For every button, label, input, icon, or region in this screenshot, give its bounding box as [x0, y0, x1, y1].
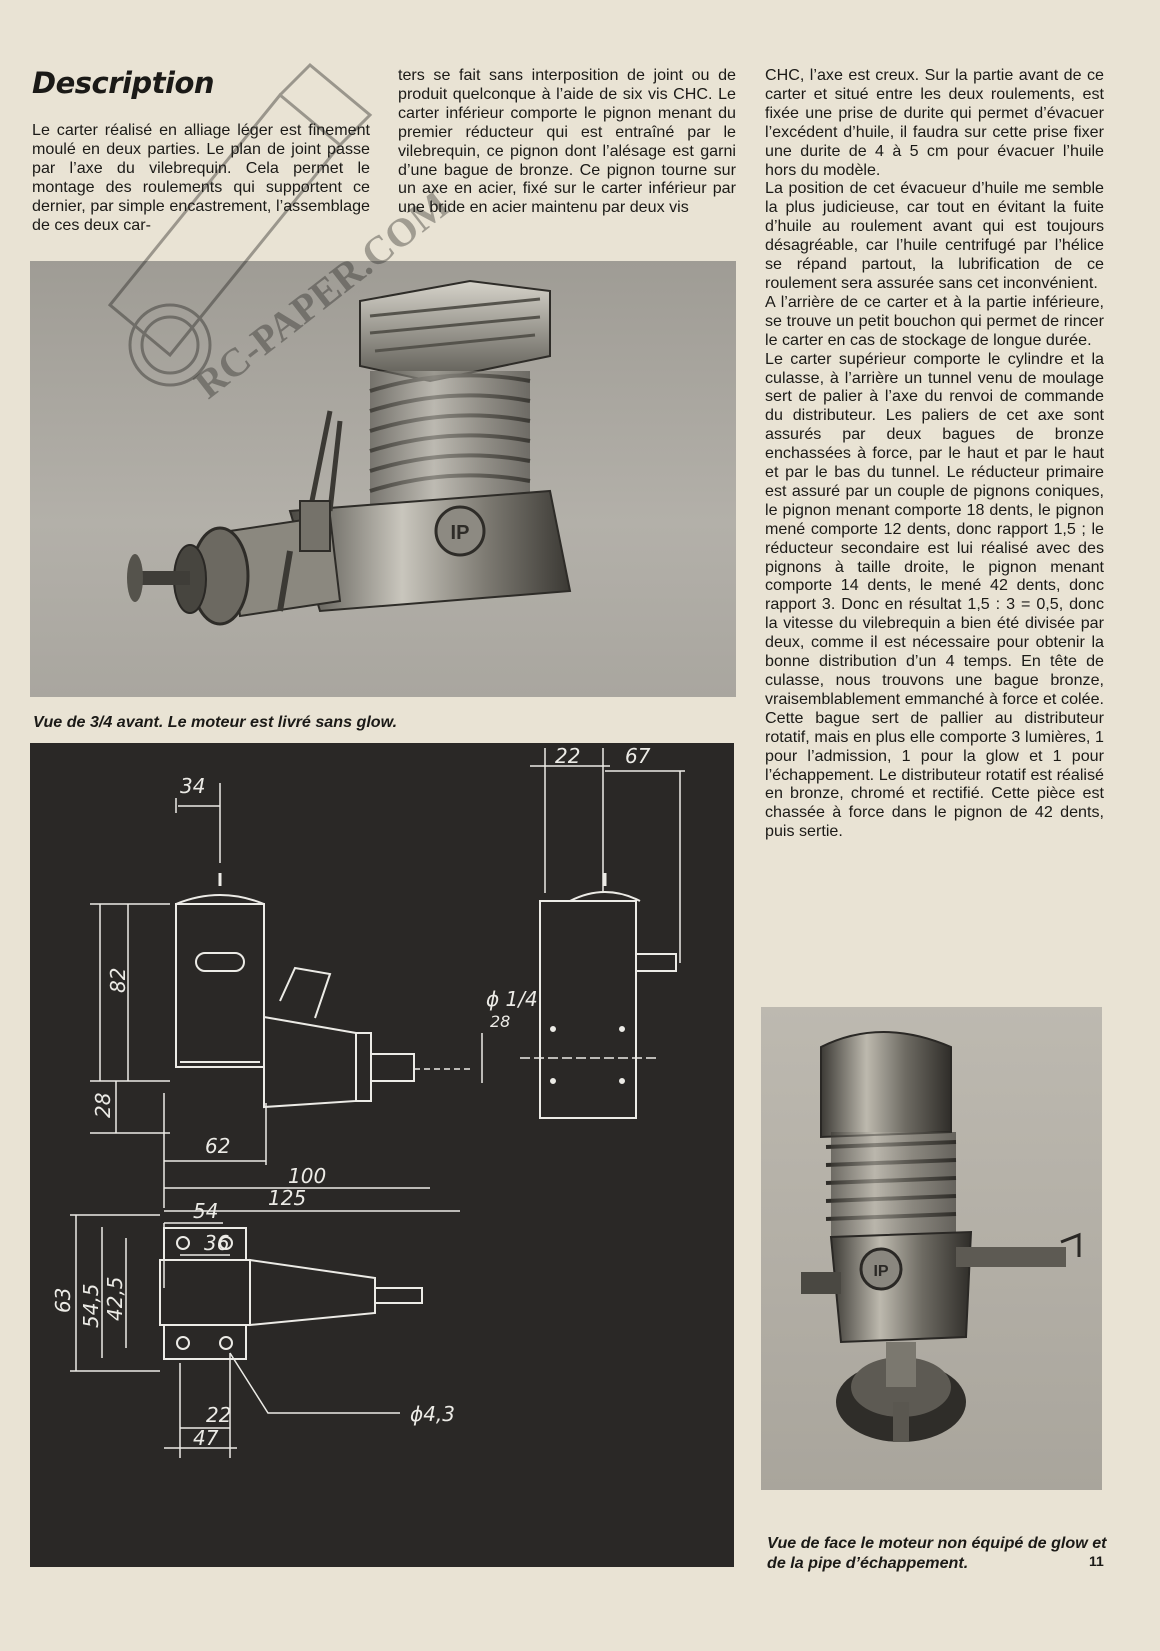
dim-54-5: 54,5	[79, 1283, 103, 1328]
dim-62: 62	[205, 1134, 230, 1158]
paragraph: A l’arrière de ce carter et à la partie …	[765, 292, 1104, 349]
text-column-3: CHC, l’axe est creux. Sur la partie avan…	[765, 66, 1104, 841]
dim-42-5: 42,5	[103, 1276, 127, 1321]
photo-caption-three-quarter: Vue de 3/4 avant. Le moteur est livré sa…	[33, 713, 398, 731]
dim-22-bottom: 22	[206, 1403, 231, 1427]
photo-caption-front: Vue de face le moteur non équipé de glow…	[767, 1534, 1107, 1572]
dim-phi-4-3: ϕ4,3	[410, 1402, 455, 1426]
dim-28-right: 28	[490, 1012, 510, 1031]
dim-125: 125	[268, 1186, 306, 1210]
dim-34: 34	[180, 774, 205, 798]
dim-phi-quarter: ϕ 1/4	[486, 987, 538, 1011]
text-column-2: ters se fait sans interposition de joint…	[398, 66, 736, 217]
page-number: 11	[1089, 1553, 1104, 1569]
dim-36: 36	[204, 1231, 229, 1255]
dim-67: 67	[625, 744, 651, 768]
technical-drawing: 34 22 67 82 28 ϕ 1/4 28 62 100 125 54 36…	[30, 743, 734, 1567]
dim-82: 82	[106, 968, 130, 993]
dim-54: 54	[193, 1199, 218, 1223]
paragraph: Le carter réalisé en alliage léger est f…	[32, 121, 370, 234]
paragraph: Le carter supérieur comporte le cylindre…	[765, 349, 1104, 841]
front-view	[481, 748, 685, 1119]
svg-text:IP: IP	[451, 522, 470, 544]
section-heading: Description	[32, 66, 215, 100]
dim-28-left: 28	[91, 1093, 115, 1118]
paragraph: La position de cet évacueur d’huile me s…	[765, 179, 1104, 292]
text-column-1: Le carter réalisé en alliage léger est f…	[32, 121, 370, 234]
dim-22-top: 22	[555, 744, 580, 768]
dim-63: 63	[51, 1288, 75, 1313]
side-view	[90, 783, 470, 1212]
top-view	[70, 1214, 423, 1458]
dim-100: 100	[288, 1164, 326, 1188]
engine-photo-three-quarter: IP	[30, 261, 736, 697]
svg-text:IP: IP	[873, 1263, 888, 1280]
dim-47: 47	[193, 1426, 219, 1450]
paragraph: CHC, l’axe est creux. Sur la partie avan…	[765, 66, 1104, 179]
engine-photo-front: IP	[761, 1007, 1102, 1490]
paragraph: ters se fait sans interposition de joint…	[398, 66, 736, 217]
